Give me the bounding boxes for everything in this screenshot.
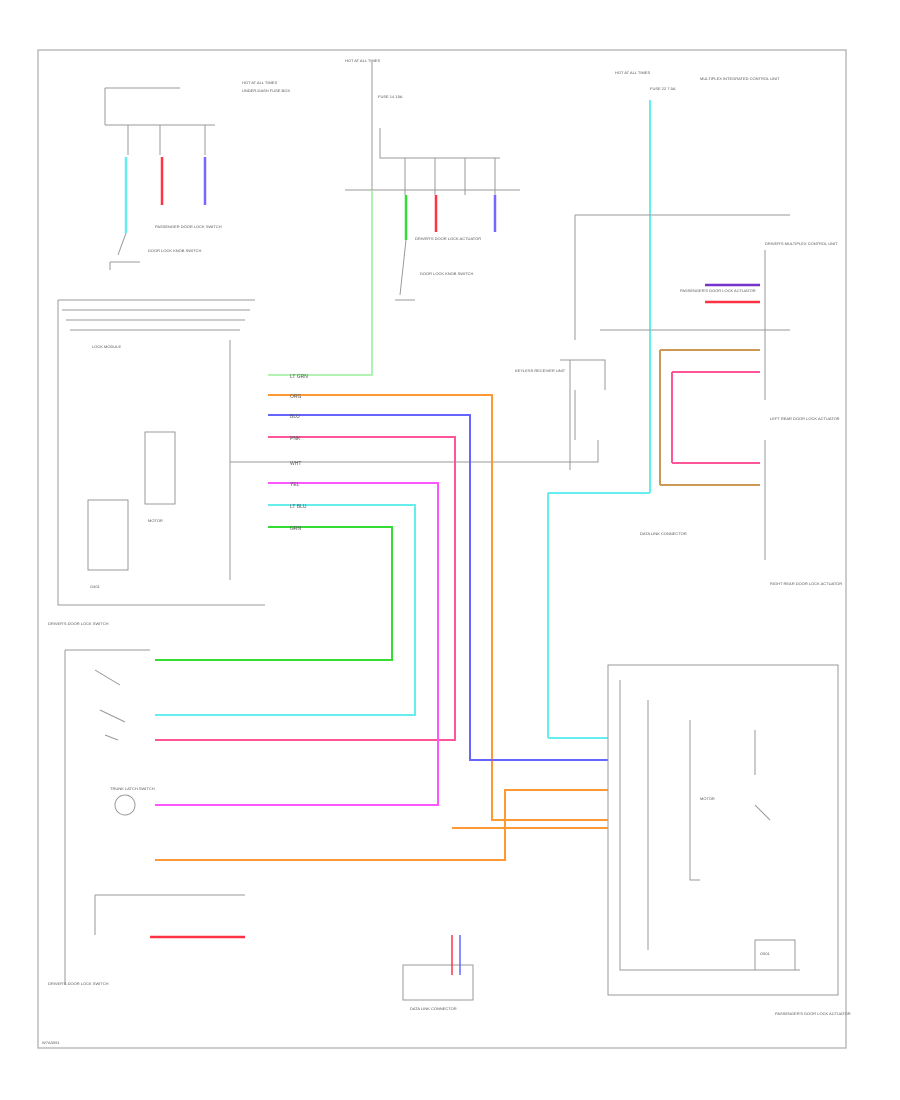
data-link-box xyxy=(402,964,474,1001)
pass-door-label: PASSENGER'S DOOR LOCK ACTUATOR xyxy=(680,288,756,293)
data-link-label: DATA LINK CONNECTOR xyxy=(640,531,687,536)
dlk-center-label: DOOR LOCK KNOB SWITCH xyxy=(420,271,473,276)
driver-mod-label: DRIVER'S MULTIPLEX CONTROL UNIT xyxy=(765,241,838,246)
wire-mag-main xyxy=(155,482,439,806)
lock-mod-label: LOCK MODULE xyxy=(92,344,121,349)
top-left-switch xyxy=(109,232,140,270)
trunk-label: TRUNK LATCH SWITCH xyxy=(110,786,155,791)
label-grn: GRN xyxy=(290,526,302,532)
label-yel: YEL xyxy=(290,482,300,488)
top-left-fuse-block xyxy=(104,87,215,155)
wire-blu-main xyxy=(268,414,608,761)
wire-pnk-main xyxy=(155,436,456,741)
center-power-label: HOT AT ALL TIMES xyxy=(345,58,380,63)
center-connector xyxy=(230,359,606,470)
motor2-label: MOTOR xyxy=(700,796,715,801)
right-fuse-label: FUSE 22 7.5A xyxy=(650,86,676,91)
footer-code: W7A3091 xyxy=(42,1040,60,1045)
lower-left-label: DRIVER'S DOOR LOCK SWITCH xyxy=(48,981,109,986)
wire-cyan-main xyxy=(155,504,416,716)
diagram-frame xyxy=(37,49,847,1049)
right-power-label: HOT AT ALL TIMES xyxy=(615,70,650,75)
lower-left-switch-group xyxy=(64,649,245,985)
right-lower-module xyxy=(607,664,839,996)
right-rear-label: RIGHT REAR DOOR LOCK ACTUATOR xyxy=(770,581,842,586)
center-switch xyxy=(395,239,415,301)
label-ltblu: LT BLU xyxy=(290,504,307,510)
left-rear-label: LEFT REAR DOOR LOCK ACTUATOR xyxy=(770,416,840,421)
g401-label: G401 xyxy=(90,584,101,589)
passenger-switch-label: PASSENGER DOOR LOCK SWITCH xyxy=(155,224,222,229)
label-pnk: PNK xyxy=(290,436,301,442)
multiplex-label: MULTIPLEX INTEGRATED CONTROL UNIT xyxy=(700,76,780,81)
g501-label: G501 xyxy=(760,951,771,956)
top-left-label-2: UNDER-DASH FUSE BOX xyxy=(242,88,290,93)
label-blu: BLU xyxy=(290,414,300,420)
left-module xyxy=(57,299,265,606)
right-lower-label: PASSENGER'S DOOR LOCK ACTUATOR xyxy=(775,1011,851,1016)
center-unit-label: DRIVER'S DOOR LOCK ACTUATOR xyxy=(415,236,481,241)
label-ltgrn: LT GRN xyxy=(290,374,308,380)
wire-grn-main xyxy=(155,526,393,661)
driver-sw-label: DRIVER'S DOOR LOCK SWITCH xyxy=(48,621,109,626)
label-org: ORG xyxy=(290,394,302,400)
center-fuse-label: FUSE 14 15A xyxy=(378,94,403,99)
wire-ltgrn-up xyxy=(268,190,373,376)
center-fuse-block xyxy=(345,128,520,195)
dlc-label: DATA LINK CONNECTOR xyxy=(410,1006,457,1011)
motor-label: MOTOR xyxy=(148,518,163,523)
wire-org-lower xyxy=(155,789,608,861)
right-door-module xyxy=(574,214,790,400)
label-wht: WHT xyxy=(290,461,301,467)
keyless-label: KEYLESS RECEIVER UNIT xyxy=(515,368,566,373)
dlk-switch-label: DOOR LOCK KNOB SWITCH xyxy=(148,248,201,253)
wire-org-main xyxy=(268,394,608,821)
top-left-label: HOT AT ALL TIMES xyxy=(242,80,277,85)
